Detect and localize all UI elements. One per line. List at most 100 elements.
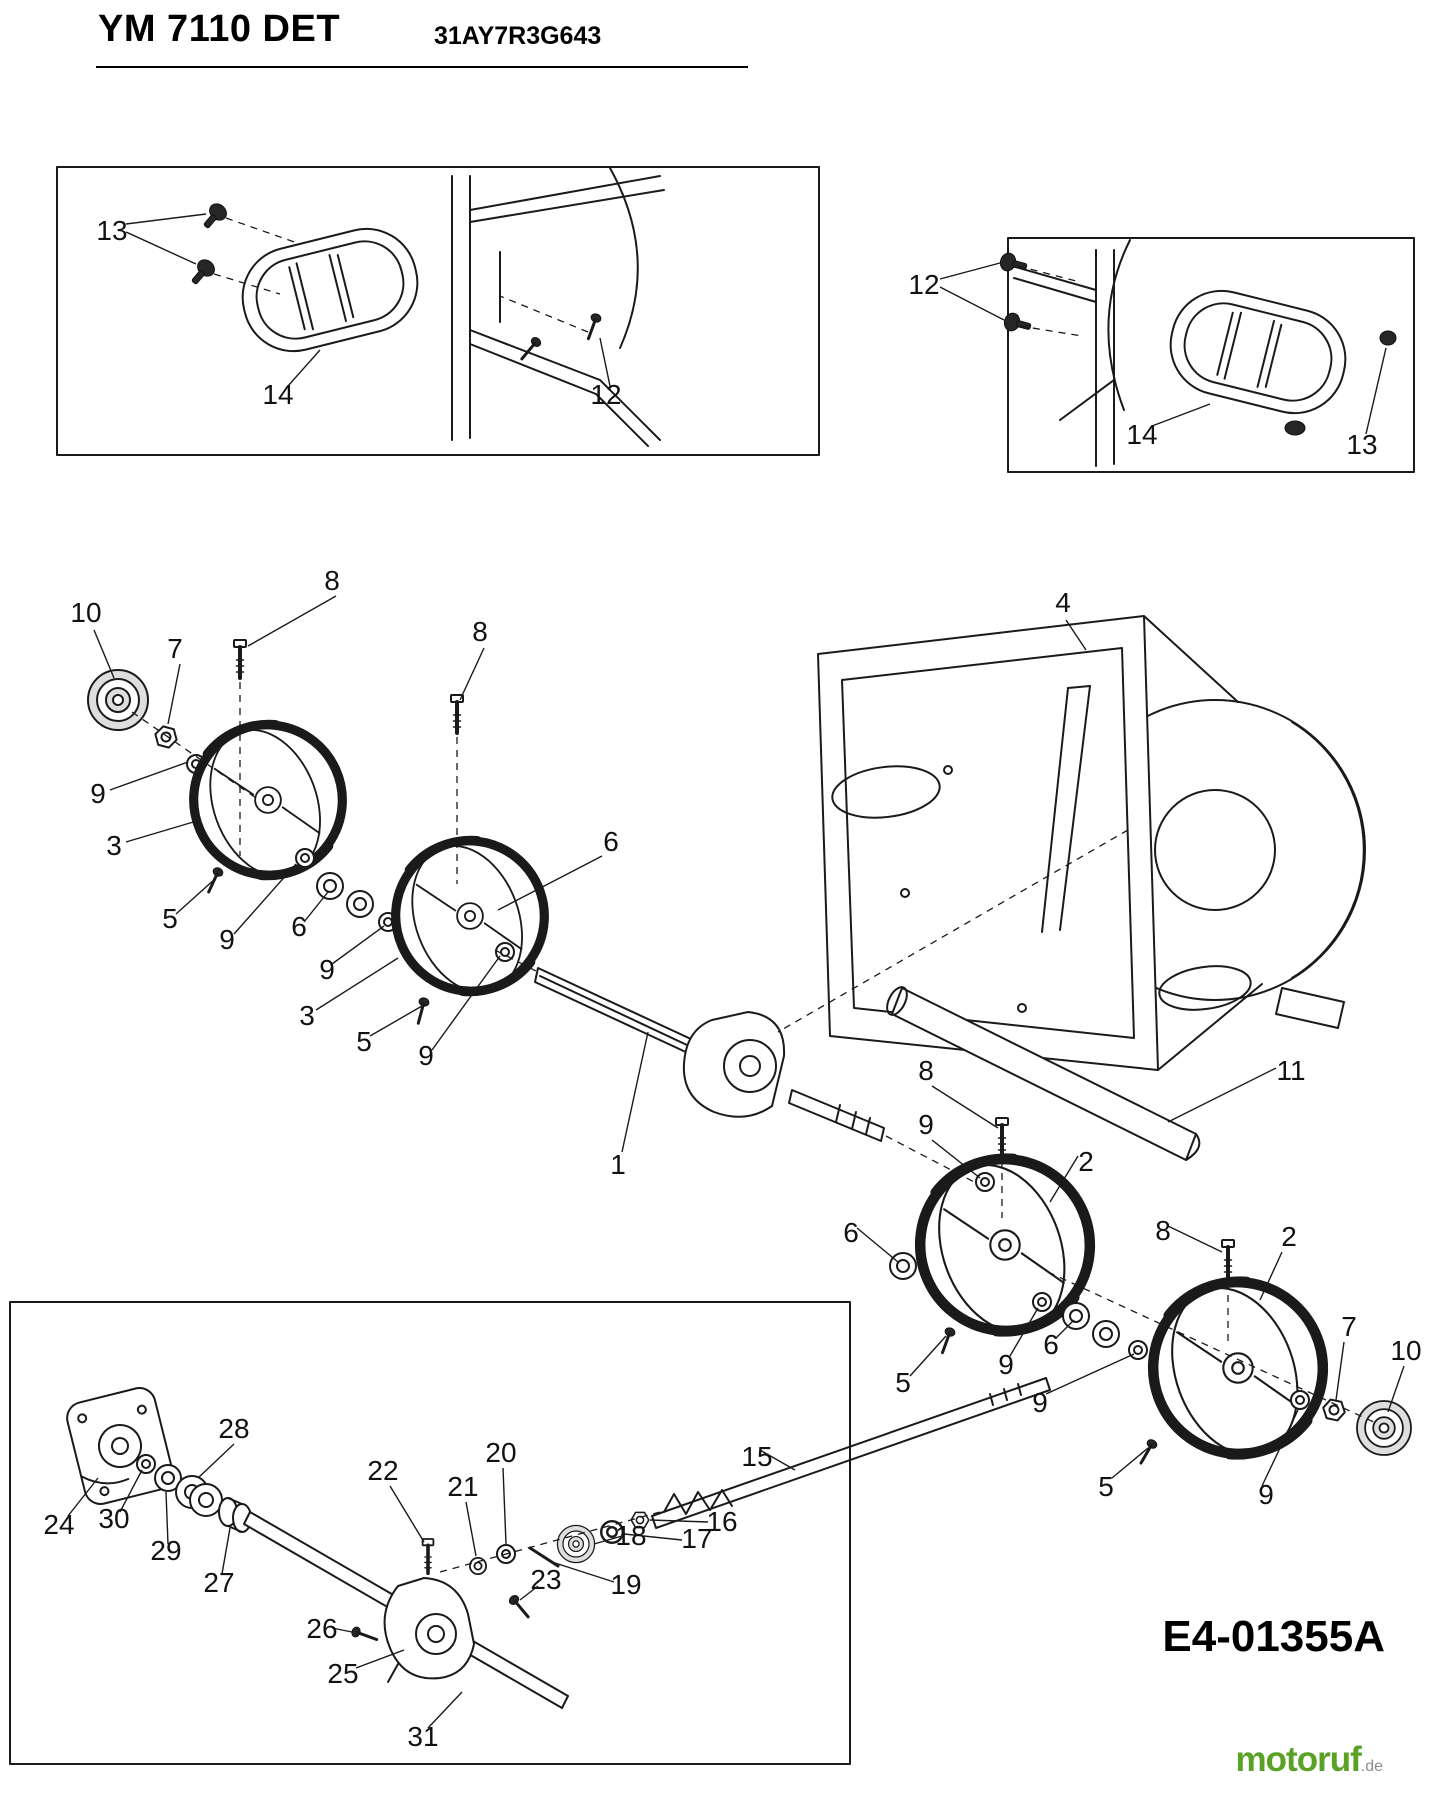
part-6-bushing bbox=[346, 890, 374, 918]
part-27-bushing bbox=[218, 1497, 252, 1533]
callout-5-d: 5 bbox=[1098, 1471, 1114, 1502]
motoruf-logo: motoruf.de bbox=[1236, 1740, 1383, 1780]
callout-23: 23 bbox=[530, 1564, 561, 1595]
callout-4: 4 bbox=[1055, 587, 1071, 618]
callout-28: 28 bbox=[218, 1413, 249, 1444]
callout-27: 27 bbox=[203, 1567, 234, 1598]
brand-name: motoruf bbox=[1235, 1740, 1362, 1779]
callout-10-b: 10 bbox=[1390, 1335, 1421, 1366]
callout-11: 11 bbox=[1276, 1055, 1305, 1086]
part-5-screw bbox=[936, 1325, 958, 1356]
callout-14-a: 14 bbox=[262, 379, 293, 410]
part-6-bushing bbox=[1062, 1302, 1090, 1330]
callout-3-a: 3 bbox=[106, 830, 122, 861]
callout-20: 20 bbox=[485, 1437, 516, 1468]
part-6-bushing bbox=[889, 1252, 917, 1280]
callout-5-c: 5 bbox=[895, 1367, 911, 1398]
inset-drive-assembly bbox=[9, 1301, 851, 1765]
part-23-screw bbox=[506, 1592, 534, 1622]
callout-16: 16 bbox=[706, 1506, 737, 1537]
callout-25: 25 bbox=[327, 1658, 358, 1689]
callout-9-f: 9 bbox=[998, 1349, 1014, 1380]
part-14-belt-cover-right bbox=[1169, 289, 1347, 415]
part-11-tube bbox=[886, 986, 1201, 1161]
inset-chute-crank-left bbox=[56, 166, 820, 456]
callout-15: 15 bbox=[741, 1441, 772, 1472]
part-8-bolt bbox=[1220, 1238, 1236, 1280]
part-3-auger-spiral bbox=[191, 714, 342, 891]
callout-7-b: 7 bbox=[1341, 1311, 1357, 1342]
callout-9-e: 9 bbox=[918, 1109, 934, 1140]
callout-5-a: 5 bbox=[162, 903, 178, 934]
callout-6-b: 6 bbox=[603, 826, 619, 857]
brand-tld: .de bbox=[1360, 1758, 1383, 1775]
callout-9-g: 9 bbox=[1032, 1387, 1048, 1418]
callout-12-a: 12 bbox=[590, 379, 621, 410]
callout-30: 30 bbox=[98, 1503, 129, 1534]
callout-6-d: 6 bbox=[1043, 1329, 1059, 1360]
part-24-bearing-plate bbox=[66, 1387, 174, 1505]
part-30-washer bbox=[136, 1454, 156, 1474]
part-9-washer bbox=[1290, 1390, 1310, 1410]
callout-14-b: 14 bbox=[1126, 419, 1157, 450]
callout-9-d: 9 bbox=[418, 1040, 434, 1071]
callout-9-c: 9 bbox=[319, 954, 335, 985]
callout-21: 21 bbox=[447, 1471, 478, 1502]
part-3-auger-spiral bbox=[393, 830, 544, 1007]
part-9-washer bbox=[975, 1172, 995, 1192]
callout-31: 31 bbox=[407, 1721, 438, 1752]
part-9-washer bbox=[1128, 1340, 1148, 1360]
callout-2-a: 2 bbox=[1078, 1146, 1094, 1177]
handle-frame-right bbox=[1011, 239, 1131, 467]
part-22-bolt bbox=[420, 1537, 436, 1575]
part-8-bolt bbox=[994, 1116, 1010, 1158]
callout-12-b: 12 bbox=[908, 269, 939, 300]
callout-8-b: 8 bbox=[472, 616, 488, 647]
callout-24: 24 bbox=[43, 1509, 74, 1540]
part-9-washer bbox=[295, 848, 315, 868]
part-4-auger-housing bbox=[817, 615, 1366, 1071]
assembly-axis-lines bbox=[131, 217, 1379, 1573]
part-5-screw bbox=[411, 995, 432, 1027]
callout-6-c: 6 bbox=[843, 1217, 859, 1248]
part-10-bearing-cap bbox=[87, 669, 149, 731]
callout-13-b: 13 bbox=[1346, 429, 1377, 460]
leader-lines bbox=[67, 213, 1405, 1729]
callout-9-a: 9 bbox=[90, 778, 106, 809]
page-title: YM 7110 DET bbox=[98, 8, 341, 50]
part-2-auger-spiral bbox=[1150, 1270, 1323, 1472]
callout-9-b: 9 bbox=[219, 924, 235, 955]
part-18-bearing bbox=[556, 1524, 596, 1564]
inset-chute-crank-right bbox=[997, 237, 1415, 473]
callout-labels: 13 14 12 12 14 13 8 10 7 8 4 9 3 5 9 6 9… bbox=[43, 215, 1421, 1752]
part-5-screw bbox=[1135, 1436, 1160, 1468]
part-6-bushing bbox=[316, 872, 344, 900]
part-26-screw bbox=[349, 1624, 380, 1646]
callout-13-a: 13 bbox=[96, 215, 127, 246]
callout-2-b: 2 bbox=[1281, 1221, 1297, 1252]
part-6-bushing bbox=[1092, 1320, 1120, 1348]
callout-18: 18 bbox=[615, 1520, 646, 1551]
callout-29: 29 bbox=[150, 1535, 181, 1566]
callout-6-a: 6 bbox=[291, 911, 307, 942]
callout-26: 26 bbox=[306, 1613, 337, 1644]
callout-17: 17 bbox=[681, 1523, 712, 1554]
part-7-nut bbox=[1320, 1397, 1348, 1423]
part-9-washer bbox=[1032, 1292, 1052, 1312]
handle-frame-left bbox=[451, 167, 665, 447]
part-28-bearing-races bbox=[175, 1475, 223, 1517]
title-underline bbox=[96, 66, 748, 68]
callout-22: 22 bbox=[367, 1455, 398, 1486]
callout-3-b: 3 bbox=[299, 1000, 315, 1031]
callout-19: 19 bbox=[610, 1569, 641, 1600]
part-10-bearing-cap bbox=[1356, 1400, 1412, 1456]
diagram-code: E4-01355A bbox=[1162, 1612, 1385, 1661]
callout-5-b: 5 bbox=[356, 1026, 372, 1057]
callout-7-a: 7 bbox=[167, 633, 183, 664]
part-8-bolt bbox=[232, 638, 248, 680]
part-14-belt-cover bbox=[241, 227, 419, 353]
model-code: 31AY7R3G643 bbox=[434, 22, 602, 50]
callout-8-a: 8 bbox=[324, 565, 340, 596]
